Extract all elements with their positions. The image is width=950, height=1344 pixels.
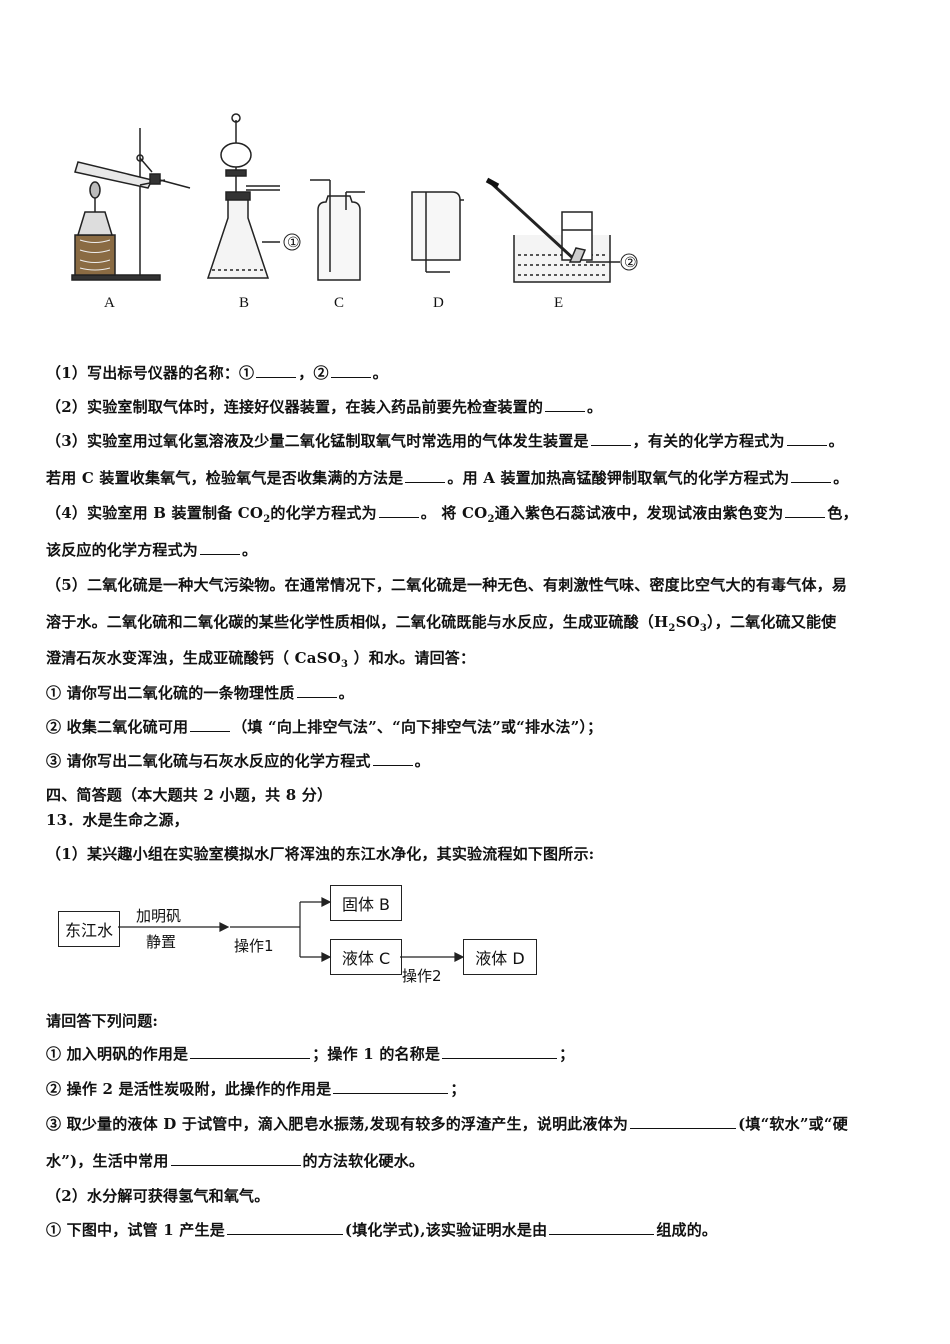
q13-title: 13．水是生命之源， — [46, 811, 189, 829]
apparatus-e — [485, 177, 620, 283]
apparatus-b — [206, 113, 280, 279]
q12-part2: （2）实验室制取气体时，连接好仪器装置，在装入药品前要先检查装置的。 — [46, 398, 603, 416]
label-a: A — [104, 295, 115, 311]
apparatus-a — [71, 128, 191, 281]
section-heading: 四、简答题（本大题共 2 小题，共 8 分） — [46, 786, 333, 804]
flow-op2: 操作2 — [402, 967, 442, 985]
q12-part4-cont: 该反应的化学方程式为。 — [46, 541, 258, 559]
q12-part5-line3: 澄清石灰水变浑浊，生成亚硫酸钙（ CaSO3 ）和水。请回答： — [46, 649, 476, 670]
flow-op1: 操作1 — [234, 937, 274, 955]
q12-sub2: ② 收集二氧化硫可用（填 “向上排空气法”、“向下排空气法”或“排水法”）； — [46, 718, 603, 736]
apparatus-c — [310, 179, 365, 281]
q12-part1: （1）写出标号仪器的名称：①，②。 — [46, 364, 388, 382]
q13-a2: ② 操作 2 是活性炭吸附，此操作的作用是； — [46, 1080, 466, 1098]
apparatus-d — [411, 191, 464, 273]
label-c: C — [334, 295, 345, 311]
label-b: B — [239, 295, 250, 311]
flow-node-start: 东江水 — [58, 911, 120, 947]
marker-2: ② — [624, 255, 637, 271]
flow-node-solid: 固体 B — [330, 885, 402, 921]
q13-ask: 请回答下列问题: — [46, 1012, 159, 1030]
q12-part5-line2: 溶于水。二氧化硫和二氧化碳的某些化学性质相似，二氧化硫既能与水反应，生成亚硫酸（… — [46, 613, 837, 634]
q12-part3: （3）实验室用过氧化氢溶液及少量二氧化锰制取氧气时常选用的气体发生装置是，有关的… — [46, 432, 844, 450]
q12-sub1: ① 请你写出二氧化硫的一条物理性质。 — [46, 684, 354, 702]
flow-arrows — [118, 897, 465, 962]
q13-part2: （2）水分解可获得氢气和氧气。 — [46, 1187, 270, 1205]
apparatus-drawing: ① ② — [71, 113, 638, 283]
q13-a3-cont: 水”)，生活中常用的方法软化硬水。 — [46, 1152, 425, 1170]
label-e: E — [554, 295, 564, 311]
label-d: D — [433, 295, 444, 311]
q13-a1: ① 加入明矾的作用是；操作 1 的名称是； — [46, 1045, 575, 1063]
q13-b1: ① 下图中，试管 1 产生是(填化学式),该实验证明水是由组成的。 — [46, 1221, 718, 1239]
apparatus-figure: ① ② A B C D E — [40, 100, 660, 330]
q12-part5: （5）二氧化硫是一种大气污染物。在通常情况下，二氧化硫是一种无色、有刺激性气味、… — [46, 576, 848, 594]
q12-sub3: ③ 请你写出二氧化硫与石灰水反应的化学方程式。 — [46, 752, 430, 770]
flow-node-liquid-c: 液体 C — [330, 939, 402, 975]
q12-part3-cont: 若用 C 装置收集氧气，检验氧气是否收集满的方法是。用 A 装置加热高锰酸钾制取… — [46, 469, 849, 487]
purification-flowchart: 东江水 加明矾 静置 操作1 固体 B 液体 C 操作2 液体 D — [50, 875, 550, 995]
flow-step1-top: 加明矾 — [136, 907, 182, 925]
marker-1: ① — [287, 235, 300, 251]
flow-step1-bottom: 静置 — [146, 933, 177, 951]
q13-a3: ③ 取少量的液体 D 于试管中，滴入肥皂水振荡,发现有较多的浮渣产生，说明此液体… — [46, 1115, 848, 1133]
flow-node-liquid-d: 液体 D — [463, 939, 537, 975]
q12-part4: （4）实验室用 B 装置制备 CO2的化学方程式为。 将 CO2通入紫色石蕊试液… — [46, 504, 858, 525]
q13-part1: （1）某兴趣小组在实验室模拟水厂将浑浊的东江水净化，其实验流程如下图所示: — [46, 845, 595, 863]
